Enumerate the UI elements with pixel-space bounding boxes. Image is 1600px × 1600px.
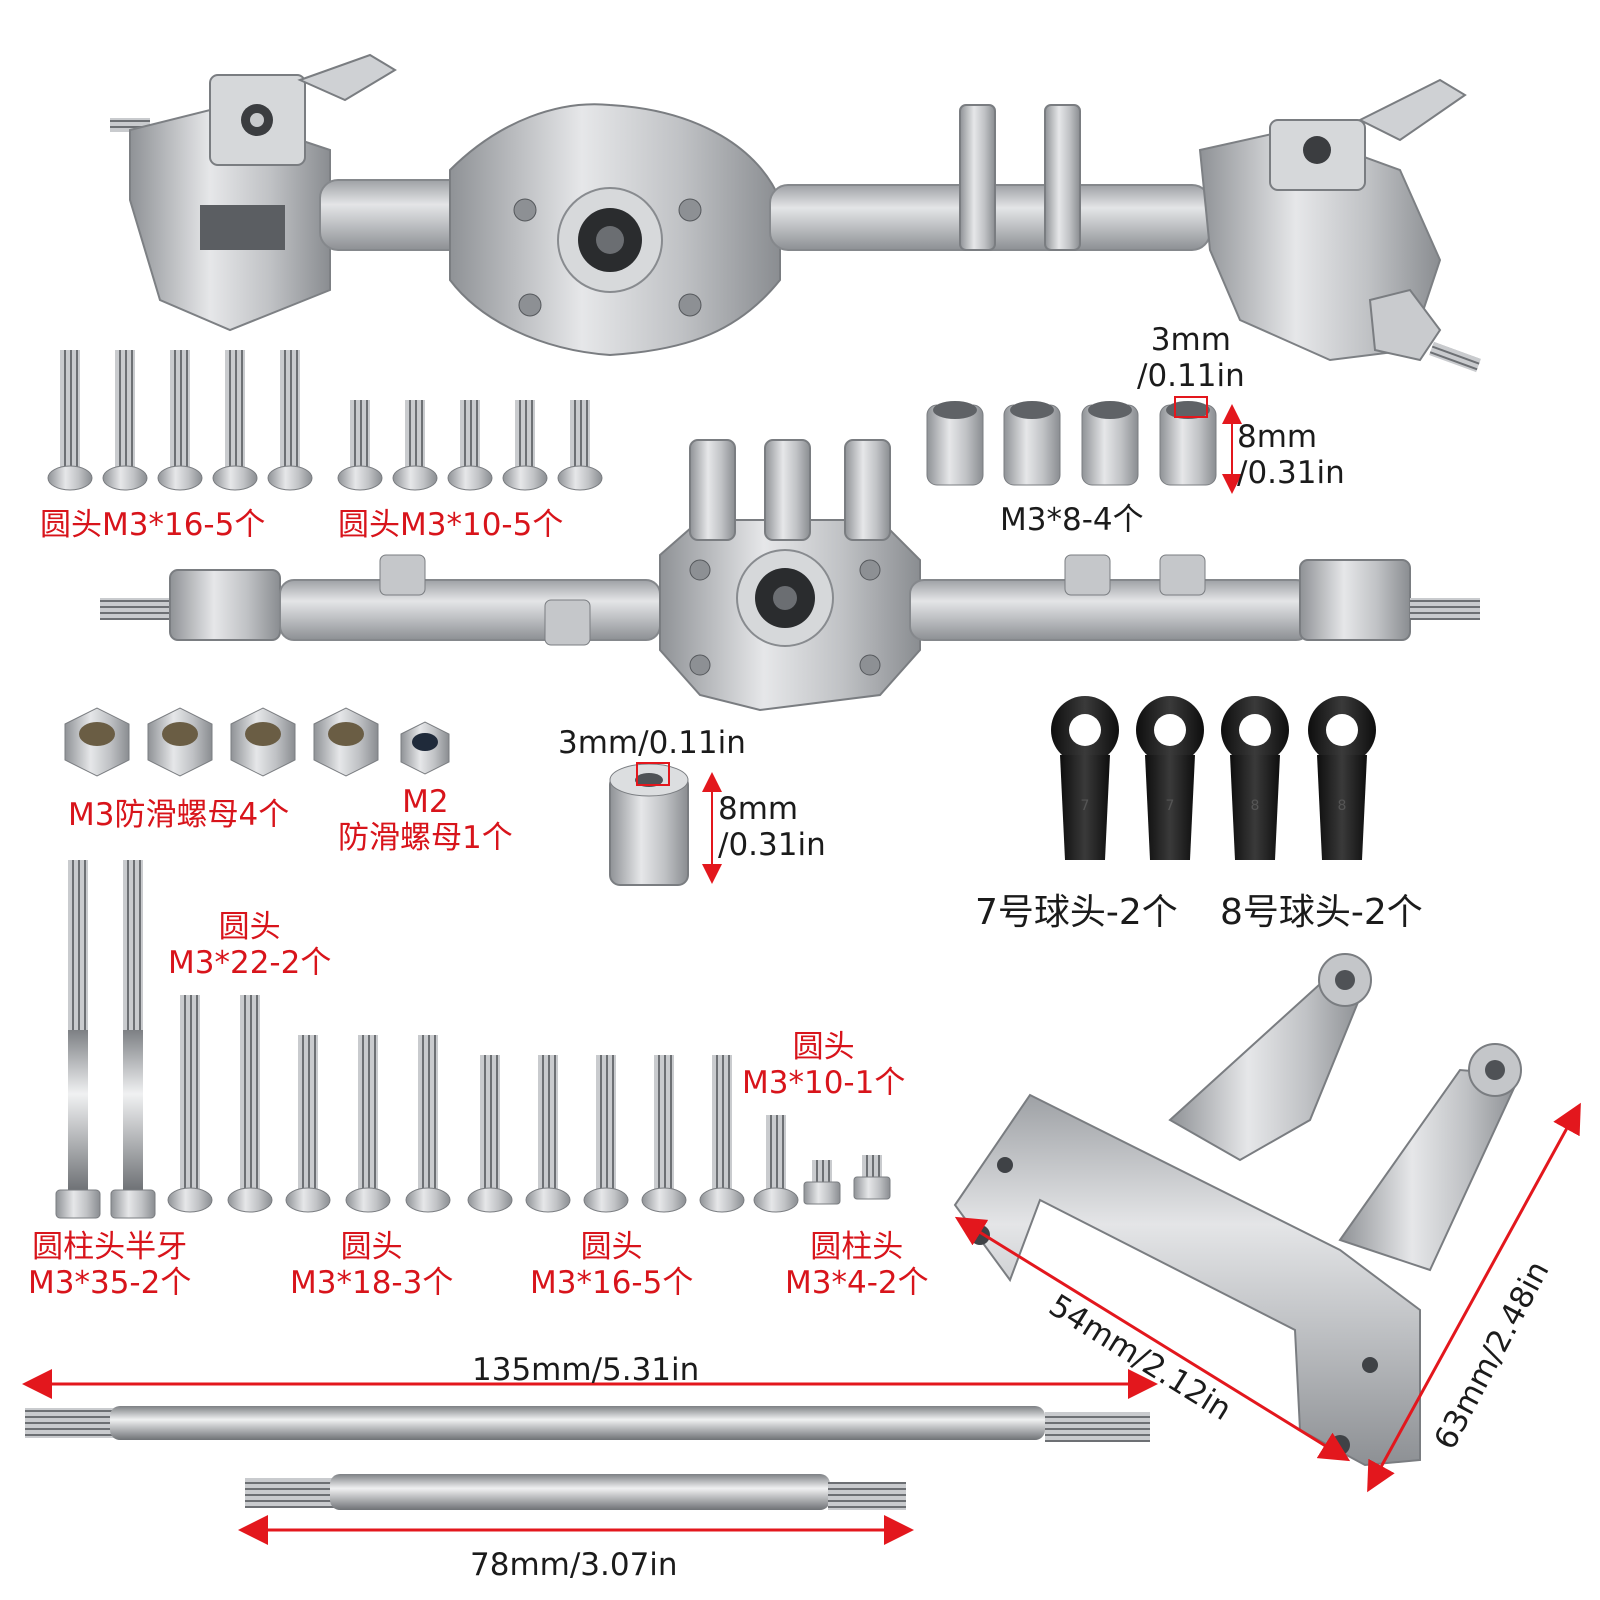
label-ball-end-7: 7号球头-2个 — [975, 892, 1178, 933]
ball-end-8b: 8 — [1308, 696, 1376, 860]
rear-axle-tube-left — [279, 579, 661, 641]
svg-text:7: 7 — [1166, 798, 1175, 814]
svg-text:7: 7 — [1081, 798, 1090, 814]
front-axle-mount-right — [1044, 104, 1081, 251]
label-spacer-small-diameter: 3mm /0.11in — [1137, 322, 1245, 394]
label-screw-m3-35: 圆柱头半牙 M3*35-2个 — [28, 1229, 192, 1301]
svg-text:8: 8 — [1251, 798, 1260, 814]
screws-m3-16-top — [47, 350, 313, 491]
screws-m3-4 — [803, 1155, 891, 1205]
front-left-steering-arm — [297, 53, 397, 102]
rear-axle-left-stub — [100, 598, 170, 620]
label-nut-m2: M2 防滑螺母1个 — [338, 784, 513, 856]
rear-axle — [100, 439, 1480, 712]
label-spacer-small-height: 8mm /0.31in — [1237, 419, 1345, 491]
label-spacer-small-name: M3*8-4个 — [1000, 502, 1144, 538]
bracket-height-arrow — [1367, 1102, 1581, 1493]
ball-end-7a: 7 — [1051, 696, 1119, 860]
screw-m3-10-single — [753, 1115, 799, 1213]
link-long — [22, 1369, 1158, 1442]
front-axle-mount-left — [959, 104, 996, 251]
label-screw-m3-22: 圆头 M3*22-2个 — [168, 909, 332, 981]
rear-axle-right-stub — [1410, 598, 1480, 620]
label-spacer-large-diameter: 3mm/0.11in — [558, 725, 746, 761]
svg-text:8: 8 — [1338, 798, 1347, 814]
label-screw-m3-16-top: 圆头M3*16-5个 — [40, 507, 266, 543]
label-nut-m3: M3防滑螺母4个 — [68, 797, 290, 833]
label-screw-m3-16-bottom: 圆头 M3*16-5个 — [530, 1229, 694, 1301]
front-axle — [110, 53, 1481, 373]
label-ball-end-8: 8号球头-2个 — [1220, 892, 1423, 933]
label-screw-m3-18: 圆头 M3*18-3个 — [290, 1229, 454, 1301]
screws-m3-10-top — [337, 400, 603, 491]
spacer-large — [609, 762, 722, 886]
label-screw-m3-10-top: 圆头M3*10-5个 — [338, 507, 564, 543]
nut-m2 — [400, 721, 450, 775]
ball-ends: 7 7 8 8 — [1051, 696, 1376, 860]
servo-bracket — [953, 953, 1581, 1493]
label-screw-m3-4: 圆柱头 M3*4-2个 — [785, 1229, 929, 1301]
label-link-long: 135mm/5.31in — [472, 1352, 700, 1388]
front-left-ujoint — [200, 205, 285, 250]
screws-m3-16-bottom — [467, 1055, 745, 1213]
bracket-width-arrow — [954, 1216, 1351, 1462]
label-link-short: 78mm/3.07in — [470, 1547, 678, 1583]
spacers-m3-8 — [926, 396, 1242, 494]
screws-m3-18 — [285, 1035, 451, 1213]
link-short — [238, 1474, 914, 1545]
ball-end-7b: 7 — [1136, 696, 1204, 860]
front-right-steering-arm — [1357, 78, 1467, 142]
ball-end-8a: 8 — [1221, 696, 1289, 860]
screws-m3-35 — [55, 860, 156, 1219]
label-screw-m3-10-single: 圆头 M3*10-1个 — [742, 1029, 906, 1101]
spacer-diameter-marker — [1174, 396, 1208, 418]
nuts-m3 — [64, 707, 379, 777]
screws-m3-22 — [167, 995, 273, 1213]
front-axle-right-stub — [1429, 341, 1481, 373]
label-spacer-large-height: 8mm /0.31in — [718, 791, 826, 863]
